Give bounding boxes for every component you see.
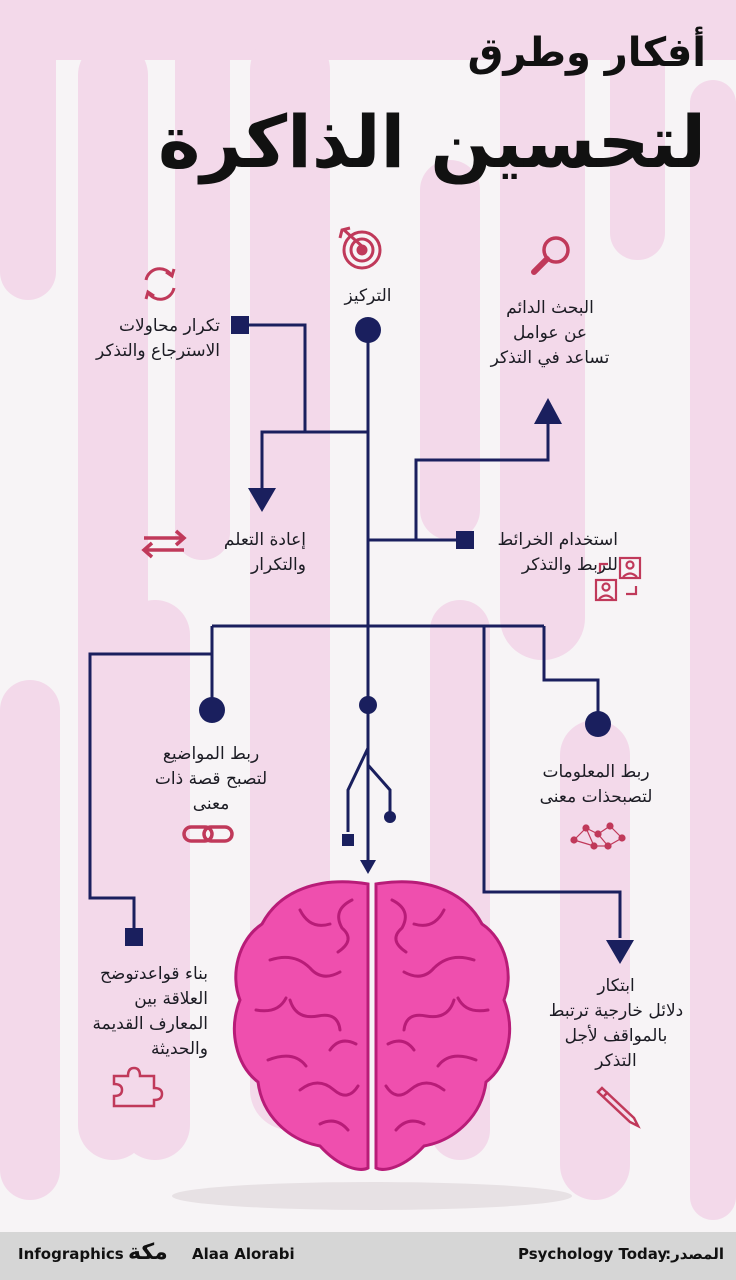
brain-shadow — [172, 1182, 572, 1210]
node-branch-square — [342, 834, 354, 846]
label-rules: بناء قواعدتوضح العلاقة بين المعارف القدي… — [92, 964, 208, 1059]
node-retrieval — [231, 316, 249, 334]
footer-brand-logo: مكة — [128, 1240, 168, 1265]
chain-link-icon — [182, 825, 234, 843]
title-line-1: أفكار وطرق — [467, 30, 706, 76]
connector-nodes — [125, 316, 634, 964]
pencil-icon — [596, 1086, 641, 1129]
label-retrieval: تكرار محاولات الاسترجاع والتذكر — [95, 316, 220, 361]
node-branch-dot — [384, 811, 396, 823]
footer-source-value: Psychology Today — [518, 1245, 668, 1263]
arrow-relearn — [248, 488, 276, 512]
refresh-icon — [144, 267, 176, 301]
label-search: البحث الدائم عن عوامل تساعد في التذكر — [490, 298, 610, 368]
profile-map-icon — [594, 556, 642, 602]
footer-source-label: المصدر: — [665, 1245, 724, 1263]
footer-section: Infographics — [18, 1245, 124, 1263]
node-rules — [125, 928, 143, 946]
footer-bar: Infographics مكة Alaa Alorabi Psychology… — [0, 1232, 736, 1280]
magnifier-icon — [531, 236, 570, 275]
node-meaning — [585, 711, 611, 737]
node-mindmaps — [456, 531, 474, 549]
target-icon — [338, 226, 382, 270]
label-cues: ابتكار دلائل خارجية ترتبط بالمواقف لأجل … — [548, 976, 684, 1071]
title-line-2: لتحسين الذاكرة — [158, 100, 707, 184]
brain-icon — [232, 880, 512, 1171]
puzzle-icon — [112, 1066, 164, 1108]
label-relearn: إعادة التعلم والتكرار — [223, 530, 306, 575]
node-focus — [355, 317, 381, 343]
arrow-cues — [606, 940, 634, 964]
label-meaning: ربط المعلومات لتصبحذات معنى — [539, 762, 653, 807]
label-mindmaps: استخدام الخرائط للربط والتذكر — [497, 530, 619, 575]
footer-author: Alaa Alorabi — [192, 1245, 295, 1263]
swap-arrows-icon — [141, 529, 187, 559]
network-icon — [570, 822, 626, 850]
connector-lines — [88, 323, 622, 938]
label-focus: التركيز — [344, 286, 392, 306]
arrow-brain — [360, 860, 376, 874]
node-topics — [199, 697, 225, 723]
node-center — [359, 696, 377, 714]
diagram-canvas — [0, 0, 736, 1220]
label-topics-story: ربط المواضيع لتصبح قصة ذات معنى — [154, 744, 268, 814]
arrow-search — [534, 398, 562, 424]
